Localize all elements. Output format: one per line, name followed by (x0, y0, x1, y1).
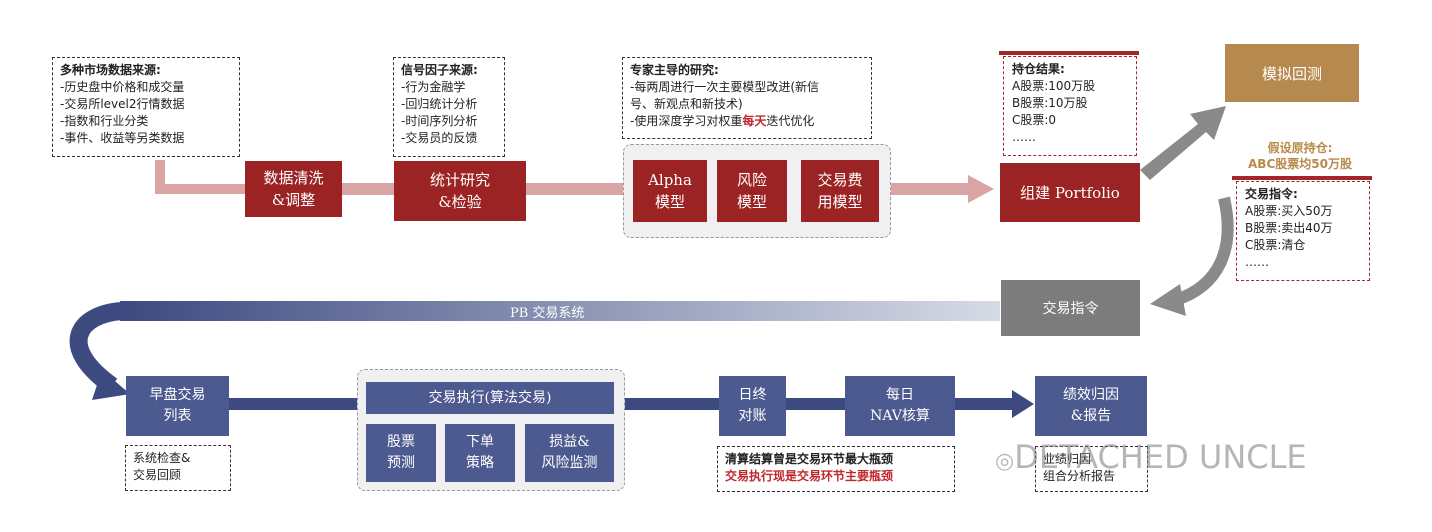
note-title: 交易指令: (1245, 187, 1298, 201)
note-line: -历史盘中价格和成交量 (60, 80, 185, 94)
note-line: -回归统计分析 (401, 97, 478, 111)
note-line: …… (1012, 130, 1036, 144)
clearing-line-red: 交易执行现是交易环节主要瓶颈 (725, 469, 894, 483)
note-line: B股票:10万股 (1012, 96, 1088, 110)
pnl-risk-monitor-box: 损益& 风险监测 (525, 424, 614, 482)
risk-model-box: 风险 模型 (717, 160, 787, 222)
note-line: 交易回顾 (133, 468, 182, 482)
flow-arrow-2 (525, 183, 628, 195)
alpha-model-box: Alpha 模型 (633, 160, 707, 222)
assumption-line: 假设原持仓: (1267, 141, 1333, 155)
stock-prediction-box: 股票 预测 (366, 424, 436, 482)
note-title: 持仓结果: (1012, 62, 1065, 76)
note-line: -时间序列分析 (401, 114, 478, 128)
note-line: -指数和行业分类 (60, 114, 149, 128)
bottom-flow-2 (625, 398, 720, 410)
signal-sources-note: 信号因子来源: -行为金融学 -回归统计分析 -时间序列分析 -交易员的反馈 (393, 57, 505, 157)
source-connector (155, 160, 246, 194)
orders-curve (1173, 196, 1234, 306)
watermark-text: DETACHED UNCLE (1014, 438, 1307, 476)
bottom-flow-4 (954, 398, 1014, 410)
assumption-text: 假设原持仓: ABC股票均50万股 (1230, 140, 1370, 172)
note-text: 迭代优化 (766, 114, 815, 128)
holdings-note: 持仓结果: A股票:100万股 B股票:10万股 C股票:0 …… (1003, 56, 1137, 156)
stat-research-box: 统计研究 &检验 (394, 161, 526, 221)
morning-trade-list-box: 早盘交易 列表 (126, 376, 229, 436)
note-line: 系统检查& (133, 451, 191, 465)
flow-arrow-1 (340, 183, 395, 195)
note-line: A股票:买入50万 (1245, 204, 1333, 218)
note-line: B股票:卖出40万 (1245, 221, 1333, 235)
bottom-arrowhead (1012, 390, 1034, 418)
eod-reconciliation-box: 日终 对账 (719, 376, 786, 436)
orders-note: 交易指令: A股票:买入50万 B股票:卖出40万 C股票:清仓 …… (1236, 181, 1370, 281)
bottom-flow-3 (786, 398, 846, 410)
pb-curve (69, 302, 123, 394)
report-note: 业绩归因 组合分析报告 (1035, 446, 1148, 492)
bottom-flow-1 (228, 398, 360, 410)
orders-bar (1232, 176, 1372, 180)
trade-orders-box: 交易指令 (1001, 280, 1140, 336)
backtest-box: 模拟回测 (1225, 44, 1359, 102)
pb-curve-head (92, 370, 130, 400)
orders-curve-head (1150, 284, 1186, 316)
note-title: 多种市场数据来源: (60, 63, 161, 77)
holdings-bar (999, 51, 1139, 55)
clearing-note: 清算结算曾是交易环节最大瓶颈 交易执行现是交易环节主要瓶颈 (717, 446, 955, 492)
daily-highlight: 每天 (742, 114, 767, 128)
note-line: C股票:0 (1012, 113, 1057, 127)
note-line: …… (1245, 255, 1269, 269)
note-line: -交易员的反馈 (401, 131, 478, 145)
watermark: ◎DETACHED UNCLE (995, 438, 1307, 476)
note-line: -使用深度学习对权重每天迭代优化 (630, 113, 864, 130)
data-sources-note: 多种市场数据来源: -历史盘中价格和成交量 -交易所level2行情数据 -指数… (52, 57, 240, 157)
order-strategy-box: 下单 策略 (445, 424, 515, 482)
cost-model-box: 交易费 用模型 (801, 160, 879, 222)
daily-nav-box: 每日 NAV核算 (845, 376, 955, 436)
note-line: C股票:清仓 (1245, 238, 1306, 252)
execution-title-box: 交易执行(算法交易) (366, 382, 614, 414)
clearing-line: 清算结算曾是交易环节最大瓶颈 (725, 452, 894, 466)
portfolio-box: 组建 Portfolio (1000, 163, 1140, 222)
expert-research-note: 专家主导的研究: -每两周进行一次主要模型改进(新信 号、新观点和新技术) -使… (622, 57, 872, 139)
assumption-line: ABC股票均50万股 (1248, 157, 1352, 171)
flow-arrowhead (968, 175, 994, 203)
wechat-icon: ◎ (995, 449, 1015, 474)
pb-band (120, 301, 1000, 321)
note-line: 组合分析报告 (1043, 469, 1116, 483)
backtest-arrow (1140, 106, 1226, 180)
data-cleaning-box: 数据清洗 &调整 (245, 161, 342, 217)
note-line: -行为金融学 (401, 80, 466, 94)
note-line: -交易所level2行情数据 (60, 97, 185, 111)
flow-arrow-3 (890, 183, 968, 195)
note-title: 信号因子来源: (401, 63, 478, 77)
note-line: 业绩归因 (1043, 452, 1092, 466)
note-text: -使用深度学习对权重 (630, 114, 743, 128)
note-line: -每两周进行一次主要模型改进(新信 (630, 80, 820, 94)
pb-system-label: PB 交易系统 (510, 306, 585, 321)
note-title: 专家主导的研究: (630, 63, 719, 77)
system-check-note: 系统检查& 交易回顾 (125, 445, 231, 491)
note-line: A股票:100万股 (1012, 79, 1096, 93)
note-line: 号、新观点和新技术) (630, 97, 743, 111)
note-line: -事件、收益等另类数据 (60, 131, 185, 145)
performance-report-box: 绩效归因 &报告 (1035, 376, 1147, 436)
